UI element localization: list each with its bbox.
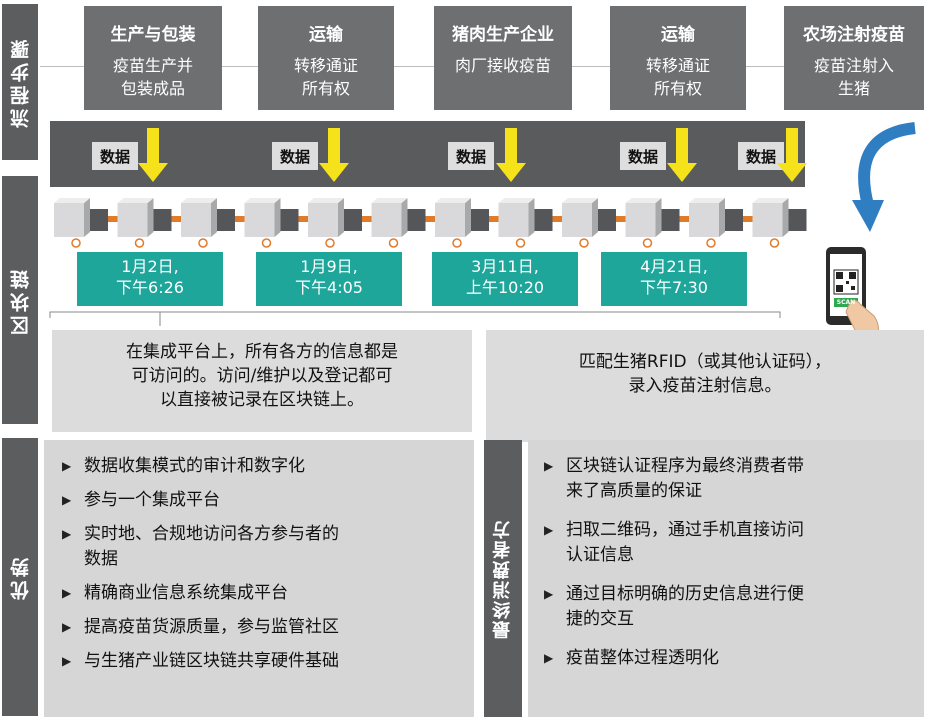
bullet-arrow-icon: ▶ (62, 459, 72, 473)
bullet-arrow-icon: ▶ (62, 527, 72, 541)
list-item: ▶实时地、合规地访问各方参与者的数据 (62, 524, 339, 569)
advantages-panel: ▶数据收集模式的审计和数字化 ▶参与一个集成平台 ▶实时地、合规地访问各方参与者… (44, 440, 474, 717)
consumer-panel: ▶区块链认证程序为最终消费者带来了高质量的保证 ▶扫取二维码，通过手机直接访问认… (528, 440, 924, 717)
step-title: 生产与包装 (110, 25, 196, 45)
chain-block (117, 198, 182, 248)
bullet-arrow-icon: ▶ (544, 523, 554, 537)
data-label-1: 数据 (92, 142, 138, 170)
step-pork-enterprise: 猪肉生产企业 肉厂接收疫苗 (434, 6, 572, 110)
data-label-3: 数据 (448, 142, 494, 170)
data-label-2: 数据 (272, 142, 318, 170)
list-item: ▶提高疫苗货源质量，参与监管社区 (50, 615, 464, 640)
step-title: 运输 (661, 25, 695, 45)
section-label-advantages: 优势 (2, 438, 38, 716)
bullet-arrow-icon: ▶ (62, 493, 72, 507)
yellow-down-arrow-icon (138, 128, 807, 182)
chain-block (752, 198, 807, 248)
bullet-arrow-icon: ▶ (544, 651, 554, 665)
consumer-label-text: 最终消费者方 (492, 518, 513, 639)
advantages-list: ▶数据收集模式的审计和数字化 ▶参与一个集成平台 ▶实时地、合规地访问各方参与者… (50, 454, 464, 674)
step-desc: 转移通证所有权 (645, 56, 710, 98)
section-label-process: 流程步骤 (2, 4, 38, 160)
step-desc: 肉厂接收疫苗 (454, 56, 551, 75)
scan-badge: SCAN (836, 299, 856, 306)
timestamp-4: 4月21日,下午7:30 (601, 252, 747, 306)
list-item: ▶数据收集模式的审计和数字化 (50, 454, 464, 479)
data-label-5: 数据 (738, 142, 784, 170)
step-transport-1: 运输 转移通证所有权 (258, 6, 394, 110)
bullet-arrow-icon: ▶ (62, 586, 72, 600)
section-label-blockchain: 区块链 (2, 176, 38, 424)
list-item: ▶通过目标明确的历史信息进行便捷的交互 (544, 584, 804, 629)
info-box-platform: 在集成平台上，所有各方的信息都是 可访问的。访问/维护以及登记都可 以直接被记录… (52, 330, 472, 432)
chain-block (54, 198, 118, 248)
info-box-rfid: 匹配生猪RFID（或其他认证码）， 录入疫苗注射信息。 (486, 330, 924, 442)
chain-block (625, 198, 690, 248)
chain-block (371, 198, 436, 248)
list-item: ▶疫苗整体过程透明化 (532, 646, 914, 671)
step-desc: 转移通证所有权 (293, 56, 358, 98)
bullet-arrow-icon: ▶ (544, 587, 554, 601)
step-title: 运输 (309, 25, 343, 45)
chain-block (498, 198, 563, 248)
step-production: 生产与包装 疫苗生产并包装成品 (84, 6, 222, 110)
chain-block (181, 198, 245, 248)
list-item: ▶扫取二维码，通过手机直接访问认证信息 (544, 520, 804, 565)
chain-block (689, 198, 753, 248)
data-label-4: 数据 (620, 142, 666, 170)
chain-block (308, 198, 372, 248)
step-transport-2: 运输 转移通证所有权 (610, 6, 746, 110)
bullet-arrow-icon: ▶ (62, 620, 72, 634)
list-item: ▶精确商业信息系统集成平台 (50, 581, 464, 606)
timestamp-3: 3月11日,上午10:20 (432, 252, 578, 306)
bullet-arrow-icon: ▶ (544, 459, 554, 473)
list-item: ▶区块链认证程序为最终消费者带来了高质量的保证 (544, 456, 804, 501)
chain-block (562, 198, 626, 248)
step-title: 农场注射疫苗 (803, 25, 905, 45)
step-desc: 疫苗生产并包装成品 (112, 56, 193, 98)
timestamp-2: 1月9日,下午4:05 (256, 252, 402, 306)
step-title: 猪肉生产企业 (452, 25, 554, 45)
list-item: ▶与生猪产业链区块链共享硬件基础 (50, 649, 464, 674)
chain-block (244, 198, 309, 248)
step-farm-injection: 农场注射疫苗 疫苗注射入生猪 (784, 6, 924, 110)
consumer-list: ▶区块链认证程序为最终消费者带来了高质量的保证 ▶扫取二维码，通过手机直接访问认… (532, 454, 914, 671)
bullet-arrow-icon: ▶ (62, 654, 72, 668)
timestamp-1: 1月2日,下午6:26 (77, 252, 223, 306)
blockchain-blocks (54, 198, 807, 248)
list-item: ▶参与一个集成平台 (50, 488, 464, 513)
section-label-consumer: 最终消费者方 (484, 440, 522, 717)
curved-arrow-icon (852, 122, 916, 232)
step-desc: 疫苗注射入生猪 (813, 56, 894, 98)
chain-block (435, 198, 499, 248)
